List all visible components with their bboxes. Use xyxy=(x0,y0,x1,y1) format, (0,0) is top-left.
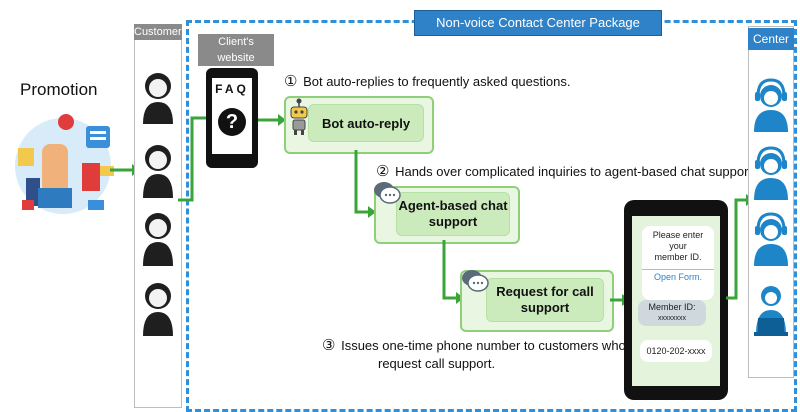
customers-header: Customers xyxy=(134,24,188,40)
faq-question-circle: ? xyxy=(218,108,246,136)
client-website-header: Client's website xyxy=(198,34,274,66)
chat-msg1-line3: member ID. xyxy=(654,252,702,262)
step-3: ③ Issues one-time phone number to custom… xyxy=(322,336,626,354)
request-call-support-box: Request for call support xyxy=(486,278,604,322)
agent-box-line2: support xyxy=(428,214,478,229)
call-box-line1: Request for call xyxy=(496,284,594,299)
chat-bubble-member-id: Member ID: xxxxxxxx xyxy=(638,300,706,326)
promotion-illustration xyxy=(8,108,118,218)
step-1: ① Bot auto-replies to frequently asked q… xyxy=(284,72,570,90)
step-3-text: Issues one-time phone number to customer… xyxy=(341,338,626,353)
promotion-label: Promotion xyxy=(20,80,98,99)
chat-msg2-line1: Member ID: xyxy=(648,302,696,312)
chat-bubble-enter-id: Please enter your member ID. Open Form. xyxy=(642,226,714,300)
call-box-line2: support xyxy=(520,300,570,315)
step-2-text: Hands over complicated inquiries to agen… xyxy=(395,164,756,179)
step-2: ② Hands over complicated inquiries to ag… xyxy=(376,162,756,180)
bot-auto-reply-box: Bot auto-reply xyxy=(308,104,424,142)
step-3-text-line2: request call support. xyxy=(378,356,496,371)
chat-bubble-phone-number: 0120-202-xxxx xyxy=(640,340,712,362)
faq-text: FAQ xyxy=(215,82,249,96)
agent-chat-support-box: Agent-based chat support xyxy=(396,192,510,236)
faq-question-mark: ? xyxy=(225,111,239,133)
chat-msg1-line1: Please enter xyxy=(652,230,704,240)
chat-msg2-line2: xxxxxxxx xyxy=(658,315,686,322)
arrow-bot-to-agent xyxy=(354,150,376,218)
faq-phone: FAQ ? xyxy=(206,68,258,168)
center-header: Center xyxy=(748,28,794,50)
package-title: Non-voice Contact Center Package xyxy=(414,10,662,36)
chat-open-form-link[interactable]: Open Form. xyxy=(642,269,714,283)
arrow-site-to-bot xyxy=(258,114,286,126)
step-2-number: ② xyxy=(376,163,390,180)
step-1-number: ① xyxy=(284,73,298,90)
step-3-number: ③ xyxy=(322,337,336,354)
agent-box-line1: Agent-based chat xyxy=(398,198,508,213)
step-1-text: Bot auto-replies to frequently asked que… xyxy=(303,74,571,89)
chat-phone: Please enter your member ID. Open Form. … xyxy=(624,200,728,400)
chat-msg1-line2: your xyxy=(669,241,687,251)
chat-msg3: 0120-202-xxxx xyxy=(646,346,706,356)
